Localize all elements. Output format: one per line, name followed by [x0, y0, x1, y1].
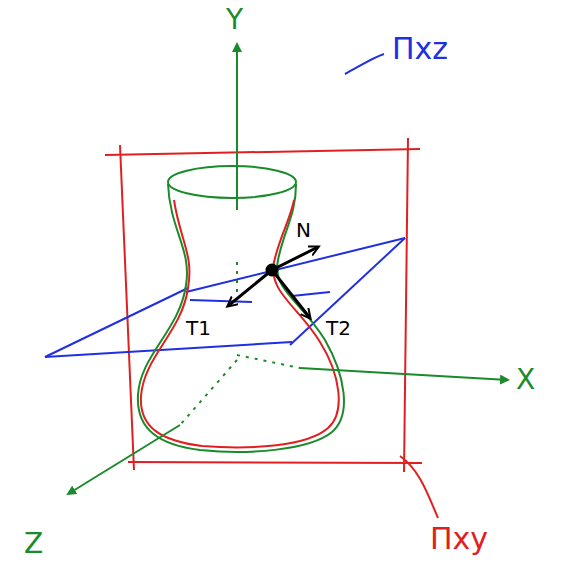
plane-label: Πxy [430, 524, 488, 554]
axis-label: Z [24, 530, 43, 558]
vector-label: T1 [186, 318, 211, 338]
vector-label: T2 [326, 318, 351, 338]
vector-label: N [296, 220, 311, 240]
xz-plane [45, 54, 405, 357]
axis-label: X [516, 366, 535, 394]
surface [138, 166, 344, 452]
axis-label: Y [226, 6, 243, 34]
plane-label: Πxz [392, 34, 448, 64]
frame-vectors [228, 247, 318, 318]
axes [68, 44, 508, 494]
xy-plane [105, 138, 438, 518]
